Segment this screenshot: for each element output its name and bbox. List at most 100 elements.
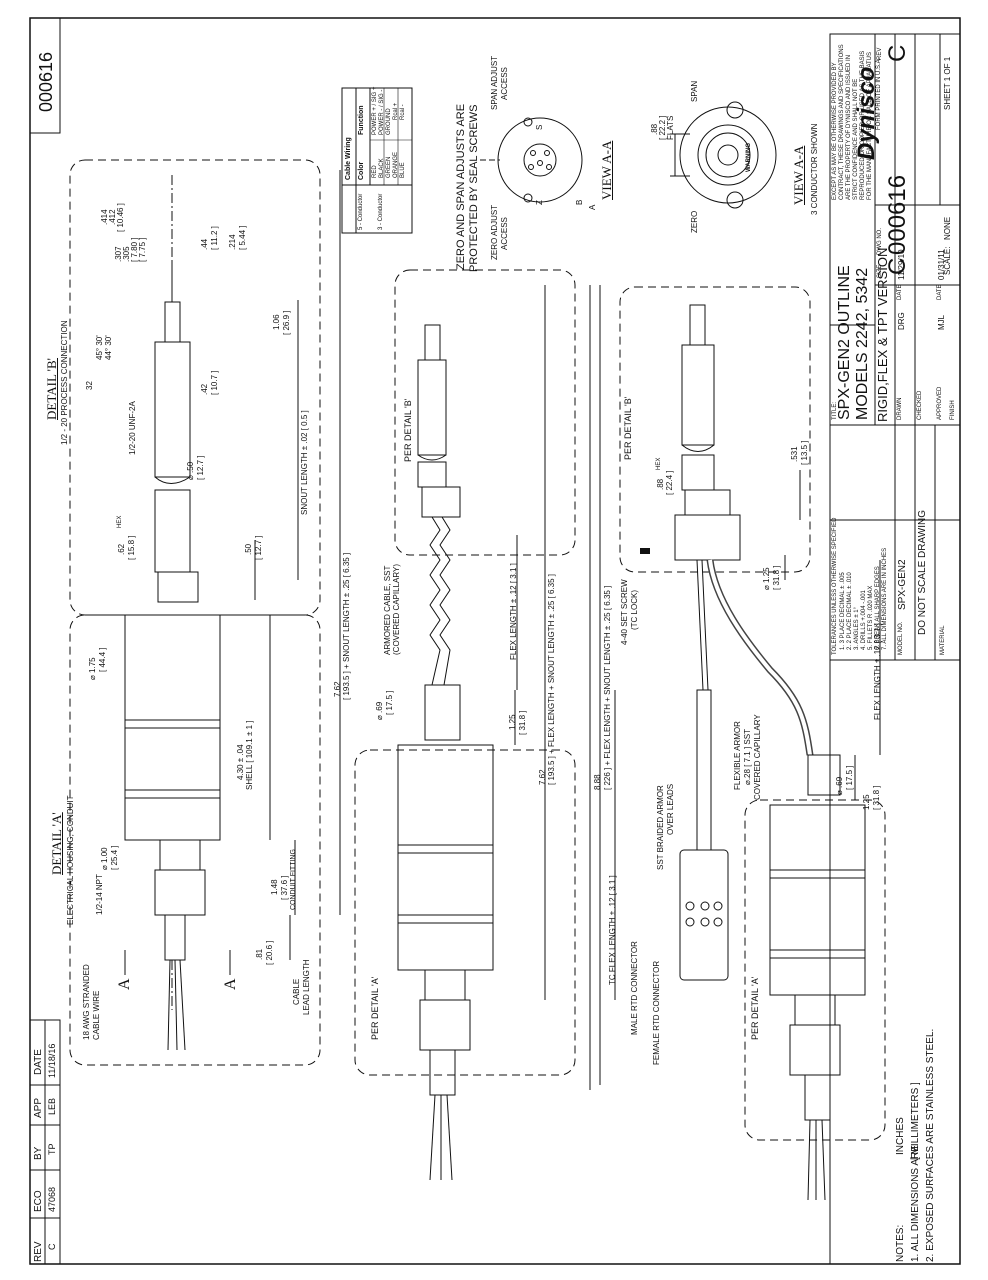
tpt-dia69-mm: [ 17.5 ] (845, 765, 854, 790)
form-footer: FORM PRINTED IN U.S.A. (876, 57, 882, 130)
wire-func-2: POWER - / SIG - (379, 89, 385, 135)
detail-b-subtitle: 1/2 - 20 PROCESS CONNECTION (60, 320, 69, 445)
wire-func-5: Rcal - (400, 104, 406, 120)
dia100-label: ⌀ 1.00 (100, 847, 109, 870)
flex-armor-label-2: ⌀.28 [ 7.1 ] SST (743, 729, 752, 785)
drawn-label: DRAWN (897, 397, 903, 420)
tol-2: 2. 2 PLACE DECIMAL ± .010 (847, 572, 853, 650)
three-conductor-tag: 3 - Conductor (378, 193, 384, 230)
d50-label: ⌀ .50 (186, 461, 195, 480)
span-access-label-2: ACCESS (500, 67, 509, 100)
title-line-2: MODELS 2242, 5342 (854, 267, 871, 420)
hex-text: HEX (117, 515, 123, 528)
tpt-d125b-mm: [ 31.8 ] (872, 785, 881, 810)
rigid-overall: 7.62 (333, 681, 342, 697)
tol-5: 5. FILLETS R .020 MAX (868, 585, 874, 650)
cable-color-header: Color (358, 161, 365, 180)
span-label: SPAN (690, 80, 699, 102)
material-label: MATERIAL (940, 625, 946, 655)
d214-label: .214 (228, 234, 237, 250)
detail-b-title: DETAIL 'B' (44, 357, 59, 420)
flex-overall-mm: [ 193.5 ] + FLEX LENGTH + SNOUT LENGTH ±… (547, 574, 556, 785)
dwg-no-label: DWG NO. (877, 228, 883, 255)
note-1-units: [ MILLIMETERS ] (910, 1082, 921, 1160)
prop-line-1: EXCEPT AS MAY BE OTHERWISE PROVIDED BY (832, 62, 838, 200)
dia69-mid: ⌀ .69 (375, 701, 384, 720)
braid-label: SST BRAIDED ARMOR (656, 785, 665, 870)
unf-label: 1/2-20 UNF-2A (128, 401, 137, 455)
wire-func-4: Rcal + (393, 102, 399, 120)
seal-note-1: ZERO AND SPAN ADJUSTS ARE (455, 103, 467, 270)
tpt-hex-dim: .88 (656, 478, 665, 490)
approved-label: APPROVED (937, 386, 943, 420)
female-rtd-label: FEMALE RTD CONNECTOR (652, 960, 661, 1065)
d50b-label: .50 (244, 543, 253, 555)
flex-length-mid: FLEX LENGTH ± .12 [ 3.1 ] (509, 563, 518, 660)
view-aa-title-top: VIEW A-A (599, 140, 614, 200)
d50-mm: [ 12.7 ] (196, 455, 205, 480)
armored-cable-label-2: (COVERED CAPILLARY) (392, 564, 401, 655)
model-label: MODEL NO. (898, 621, 904, 655)
awg-label-2: CABLE WIRE (92, 990, 101, 1040)
wire-color-4: ORANGE (393, 151, 399, 178)
flex-armor-label: FLEXIBLE ARMOR (733, 721, 742, 790)
armored-cable-label: ARMORED CABLE, SST (383, 565, 392, 655)
zero-label: ZERO (690, 210, 699, 233)
d305-mm: [ 7.75 ] (138, 237, 147, 262)
d42-label: .42 (200, 383, 209, 395)
app-header: APP (33, 1097, 44, 1118)
tpt-dia69: ⌀ .69 (835, 776, 844, 795)
detail-a-title: DETAIL 'A' (49, 812, 64, 875)
tol-4: 4. DRILLS +.004 -.001 (861, 590, 867, 650)
per-detail-a-mid: PER DETAIL 'A' (370, 976, 380, 1040)
shell-dim-mm: SHELL [ 109.1 ± 1 ] (245, 720, 254, 790)
date-value: 11/18/16 (47, 1043, 57, 1078)
pin-a: A (588, 204, 597, 210)
three-conductor-shown: 3 CONDUCTOR SHOWN (810, 123, 819, 215)
view-aa-title-bottom: VIEW A-A (791, 145, 806, 205)
tpt-hex-text: HEX (656, 457, 662, 470)
set-screw-label-2: (TC LOCK) (630, 590, 639, 630)
npt-label: 1/2-14 NPT (95, 874, 104, 915)
set-screw-label: 4-40 SET SCREW (620, 579, 629, 645)
chamfer-label-2: 44° 30' (104, 335, 113, 360)
pin-b: B (575, 199, 584, 205)
by-header: BY (33, 1146, 44, 1160)
fitting-dim-mm: [ 37.6 ] (280, 875, 289, 900)
tol-1: 1. 3 PLACE DECIMAL ± .005 (840, 572, 846, 650)
d44-mm: [ 11.2 ] (210, 226, 219, 250)
checked-label: CHECKED (917, 390, 923, 420)
finish-label-tb: FINISH (950, 400, 956, 420)
tpt-d125: ⌀ 1.25 (762, 567, 771, 590)
dia175-label: ⌀ 1.75 (88, 657, 97, 680)
approved-date-label: DATE (937, 284, 943, 300)
warning-label: WARNING (746, 143, 752, 172)
flats-text: FLATS (666, 115, 675, 140)
wire-color-2: BLACK (379, 158, 385, 178)
eco-header: ECO (33, 1190, 44, 1212)
zero-access-label: ZERO ADJUST (490, 204, 499, 260)
five-conductor-tag: 5 - Conductor (358, 193, 364, 230)
prop-line-6: FOR THE MANUFACTURE OR SALE OF APPARATUS (867, 51, 873, 200)
section-a-left: A (116, 978, 133, 990)
d531-mm: [ 13.5 ] (800, 440, 809, 465)
d106-label: 1.06 (272, 314, 281, 330)
per-detail-a-tpt: PER DETAIL 'A' (750, 976, 760, 1040)
shell-dim: 4.30 ± .04 (236, 744, 245, 780)
prop-line-4: STRICT CONFIDENCE AND SHALL NOT BE (853, 78, 859, 200)
title-line-1: SPX-GEN2 OUTLINE (836, 265, 853, 420)
wire-color-3: GREEN (386, 156, 392, 178)
rigid-overall-mm: [ 193.5 ] + SNOUT LENGTH ± .25 [ 6.35 ] (342, 552, 351, 700)
lead-length-label: LEAD LENGTH (302, 959, 311, 1015)
tpt-d125-mm: [ 31.8 ] (772, 565, 781, 590)
d125-mid-mm: [ 31.8 ] (518, 710, 527, 735)
tpt-d125b: 1.25 (862, 794, 871, 810)
model-value: SPX-GEN2 (897, 559, 908, 610)
notes-units-top: INCHES (895, 1117, 906, 1155)
zero-z: Z (535, 200, 544, 205)
lead-dim-mm: [ 20.6 ] (265, 940, 274, 965)
drawing-number-corner: 000616 (36, 51, 56, 112)
d106-mm: [ 26.9 ] (282, 310, 291, 335)
